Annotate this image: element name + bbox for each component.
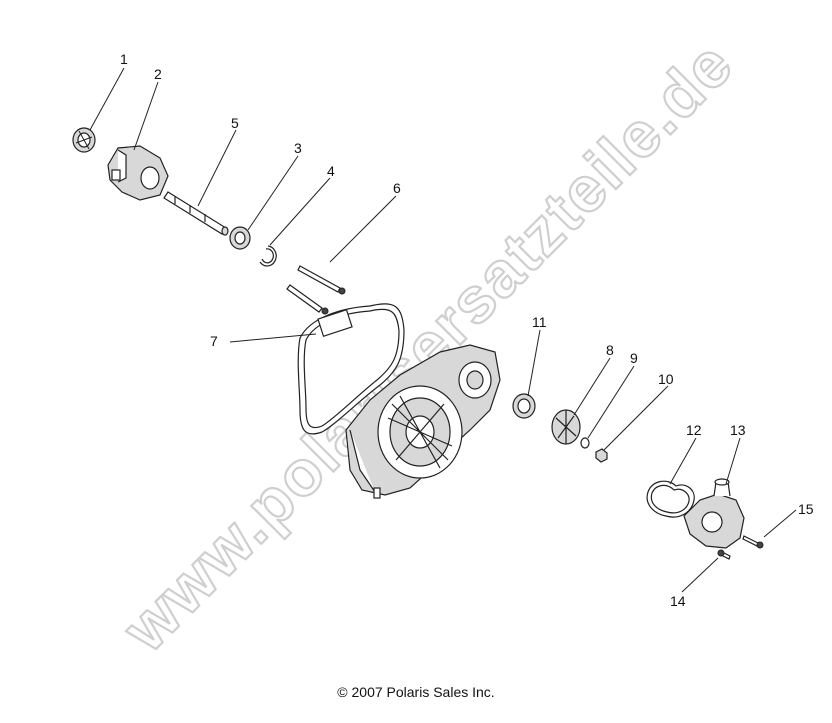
leader-lines [89, 67, 797, 593]
watermark-text: www.polarisersatzteile.de [108, 27, 747, 666]
part-3-bearing [229, 226, 251, 250]
callout-7: 7 [210, 333, 218, 349]
callout-5: 5 [231, 115, 239, 131]
part-15-screw [742, 535, 764, 549]
copyright-notice: © 2007 Polaris Sales Inc. [337, 684, 495, 700]
callouts: 1 2 5 3 4 6 7 11 8 9 10 12 13 15 14 [120, 51, 814, 609]
callout-14: 14 [670, 593, 686, 609]
part-5-shaft [163, 191, 229, 236]
part-1-impeller-nut [72, 127, 96, 153]
callout-11: 11 [532, 314, 547, 330]
part-12-o-ring [646, 480, 695, 518]
callout-10: 10 [658, 371, 674, 387]
part-10-nut [595, 448, 608, 463]
callout-4: 4 [327, 163, 335, 179]
callout-6: 6 [393, 180, 401, 196]
part-6-bolts [286, 265, 346, 315]
engine-cover [345, 344, 501, 499]
part-14-screw [717, 549, 731, 560]
part-8-impeller [551, 409, 581, 445]
callout-13: 13 [730, 422, 746, 438]
part-4-snap-ring [259, 245, 277, 267]
callout-15: 15 [798, 501, 814, 517]
callout-1: 1 [120, 51, 128, 67]
callout-3: 3 [294, 140, 302, 156]
callout-2: 2 [154, 66, 162, 82]
part-13-pump-cover [683, 478, 745, 549]
part-9-washer [580, 437, 590, 449]
callout-8: 8 [606, 342, 614, 358]
part-2-pump-housing [107, 145, 169, 201]
part-7-gasket [297, 303, 405, 435]
callout-12: 12 [686, 422, 702, 438]
part-11-seal [512, 393, 536, 419]
callout-9: 9 [630, 350, 638, 366]
